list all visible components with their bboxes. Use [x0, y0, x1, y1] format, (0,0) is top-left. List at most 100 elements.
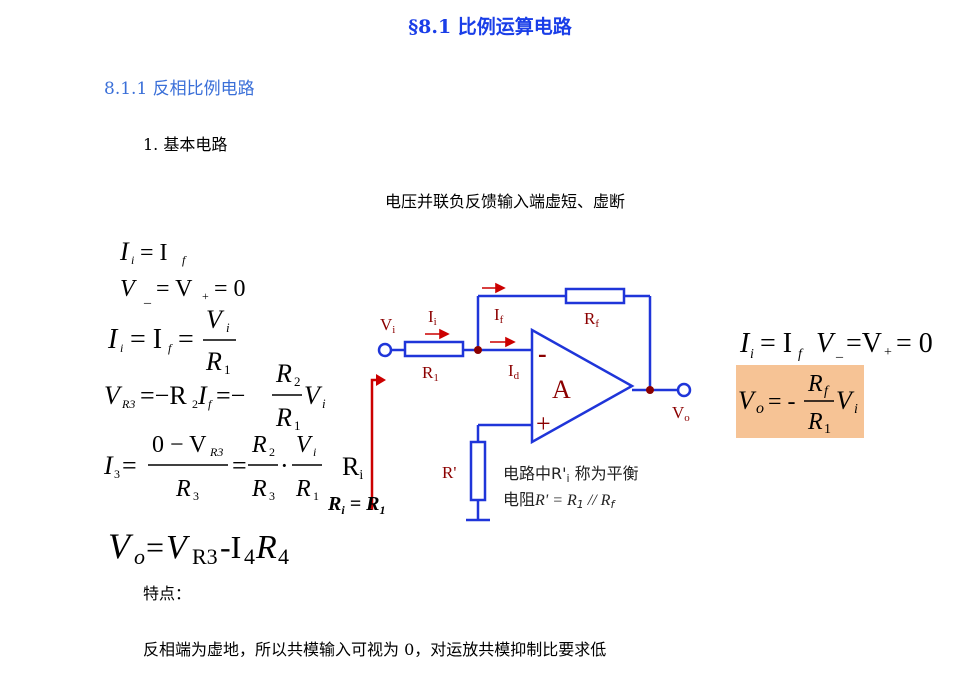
svg-text:=: =: [232, 451, 247, 480]
svg-text:=−R: =−R: [140, 381, 187, 410]
svg-text:V: V: [166, 529, 191, 566]
svg-text:_: _: [835, 345, 844, 360]
svg-text:I: I: [103, 451, 114, 480]
svg-text:=V: =V: [846, 328, 882, 359]
r1-label: R1: [422, 363, 439, 384]
svg-text:1: 1: [313, 489, 319, 503]
svg-text:o: o: [134, 544, 145, 569]
svg-text:i: i: [750, 347, 754, 362]
balance-resistor-note-2: 电阻R' = R1 // Rf: [503, 490, 616, 511]
circuit-caption: 电压并联负反馈输入端虚短、虚断: [384, 192, 625, 211]
svg-text:= 0: = 0: [896, 328, 933, 359]
svg-text:i: i: [854, 402, 858, 417]
svg-text:I: I: [107, 324, 119, 355]
inverting-input-sign: -: [538, 339, 547, 368]
svg-text:f: f: [208, 397, 213, 411]
resistor-r-prime: [469, 440, 487, 502]
svg-text:R3: R3: [192, 544, 218, 569]
svg-text:3: 3: [114, 467, 120, 481]
svg-text:i: i: [226, 320, 230, 335]
balance-resistor-note-1: 电路中R'i 称为平衡: [503, 464, 639, 485]
id-label: Id: [508, 361, 520, 382]
svg-text:R: R: [205, 347, 222, 376]
svg-text:R: R: [251, 476, 267, 502]
svg-text:i: i: [322, 396, 326, 411]
svg-text:I: I: [119, 237, 130, 266]
svg-text:R: R: [255, 529, 277, 566]
svg-text:V: V: [304, 381, 323, 410]
svg-text:= 0: = 0: [214, 276, 246, 302]
svg-text:·: ·: [280, 451, 289, 480]
svg-text:f: f: [182, 253, 187, 267]
svg-text:V: V: [738, 386, 757, 415]
svg-text:f: f: [798, 347, 804, 362]
list-item-basic-circuit: 1. 基本电路: [143, 135, 228, 154]
svg-text:2: 2: [192, 397, 198, 411]
svg-text:R: R: [175, 476, 191, 502]
svg-text:=: =: [122, 451, 137, 480]
resistor-rf: [564, 287, 626, 305]
output-terminal: [676, 382, 692, 398]
features-label: 特点：: [143, 584, 192, 603]
svg-text:4: 4: [244, 544, 255, 569]
input-current-arrow: [370, 374, 386, 510]
svg-text:1: 1: [294, 418, 301, 433]
vi-label: Vi: [380, 315, 395, 336]
svg-text:V: V: [206, 305, 225, 334]
id-arrow: [505, 336, 516, 348]
svg-text:R: R: [295, 476, 311, 502]
svg-text:2: 2: [269, 445, 275, 459]
input-terminal: [377, 342, 393, 358]
svg-text:V: V: [816, 328, 836, 359]
inverting-amplifier-circuit: Vi Ii If Rf R1 Id - A + Vo R' 电路中R'i 称为平…: [377, 282, 692, 522]
svg-text:+: +: [202, 289, 209, 303]
svg-text:3: 3: [269, 489, 275, 503]
section-heading: 8.1.1 反相比例电路: [104, 79, 255, 99]
svg-text:4: 4: [278, 544, 289, 569]
svg-text:R: R: [807, 409, 823, 435]
svg-text:V: V: [296, 432, 313, 458]
svg-text:= I: = I: [760, 328, 792, 359]
svg-text:R3: R3: [209, 445, 223, 459]
svg-text:R: R: [275, 403, 292, 432]
svg-text:=−: =−: [216, 381, 245, 410]
ri-equation: Ri = R1: [327, 493, 385, 517]
svg-text:i: i: [120, 341, 123, 355]
svg-text:1: 1: [224, 362, 231, 377]
page-title: §8.1 比例运算电路: [408, 16, 572, 38]
svg-text:3: 3: [193, 489, 199, 503]
svg-text:_: _: [143, 291, 152, 306]
svg-text:i: i: [313, 445, 316, 459]
svg-text:R: R: [251, 432, 267, 458]
svg-text:V: V: [104, 381, 123, 410]
svg-text:= I: = I: [130, 324, 162, 355]
svg-text:= -: = -: [768, 389, 796, 415]
amp-label: A: [552, 375, 571, 404]
ii-label: Ii: [428, 307, 437, 328]
svg-text:f: f: [168, 341, 173, 355]
rf-label: Rf: [584, 309, 599, 330]
op-amp-symbol: [530, 327, 635, 445]
svg-text:+: +: [884, 345, 892, 360]
svg-text:=: =: [178, 324, 194, 355]
junction-node-input: [474, 346, 482, 354]
svg-text:R: R: [807, 371, 823, 397]
resistor-r1: [403, 340, 465, 358]
non-inverting-input-sign: +: [536, 409, 551, 438]
features-text: 反相端为虚地，所以共模输入可视为 0，对运放共模抑制比要求低: [143, 640, 607, 659]
svg-text:= I: = I: [140, 240, 168, 266]
svg-text:= V: = V: [156, 276, 193, 302]
if-arrow: [495, 282, 506, 294]
svg-text:o: o: [756, 400, 764, 417]
if-label: If: [494, 305, 504, 326]
svg-text:=: =: [146, 529, 164, 565]
svg-text:I: I: [197, 381, 208, 410]
